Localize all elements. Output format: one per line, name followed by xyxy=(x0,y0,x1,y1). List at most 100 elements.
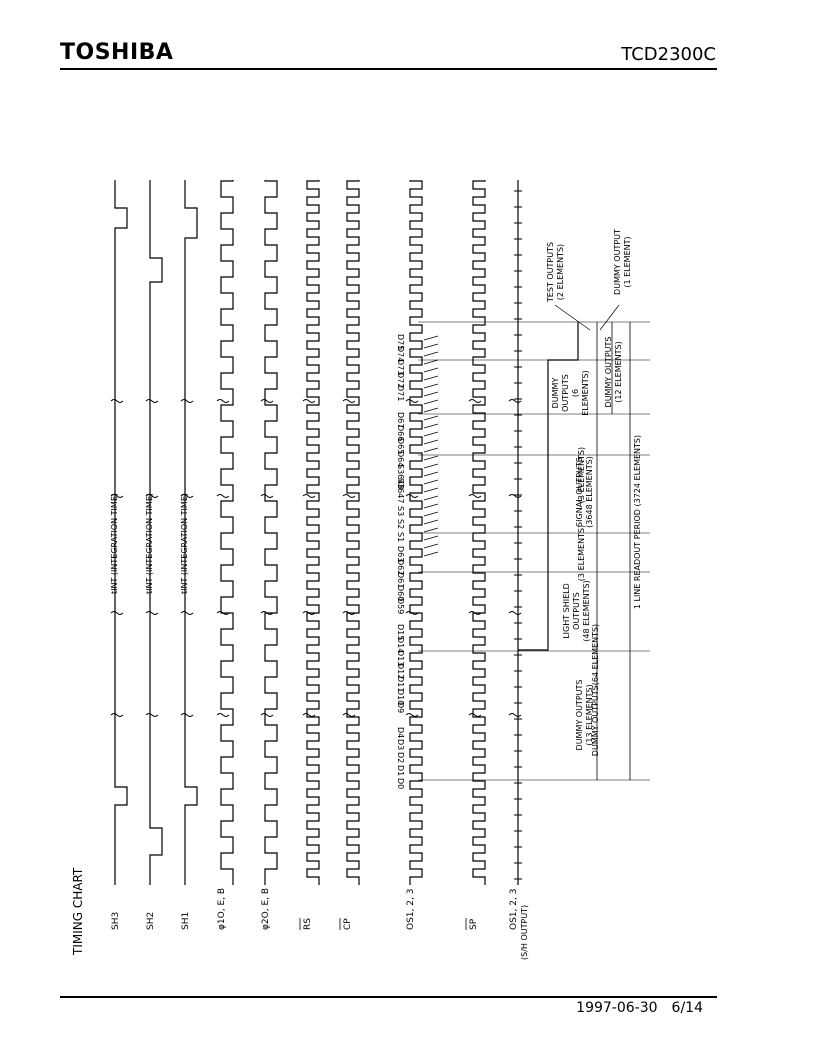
break-mark xyxy=(342,713,356,717)
note-dummy13-1: (13 ELEMENTS) xyxy=(585,684,594,745)
signal-label-9: OS1, 2, 3 xyxy=(509,889,519,930)
note-signal-0: SIGNAL OUTPUTS xyxy=(575,457,584,527)
break-mark xyxy=(302,713,316,717)
break-mark xyxy=(508,611,522,615)
signal-label-4: φ2O, E, B xyxy=(261,888,271,930)
break-mark xyxy=(508,713,522,717)
note-dummy6-2: (6 xyxy=(571,389,580,397)
break-mark xyxy=(145,713,159,717)
os-hatch xyxy=(423,519,439,525)
note-test-1: (2 ELEMENTS) xyxy=(556,244,565,300)
note-signal-1: (3648 ELEMENTS) xyxy=(585,456,594,528)
leader-dummy1 xyxy=(599,304,620,331)
note-line: 1 LINE READOUT PERIOD (3724 ELEMENTS) xyxy=(633,435,642,609)
element-label-4: D4 xyxy=(396,727,405,738)
os-hatch xyxy=(423,415,439,421)
footer-page: 6/14 xyxy=(671,1000,703,1016)
break-mark xyxy=(405,713,419,717)
os-hatch xyxy=(423,375,439,381)
part-number: TCD2300C xyxy=(621,44,716,65)
signal-label-5: RS xyxy=(303,918,313,930)
note-dummy1-1: (1 ELEMENT) xyxy=(623,236,632,287)
element-label-10: D14 xyxy=(396,637,405,653)
element-label-21: S3648 xyxy=(396,464,405,489)
element-label-26: D71 xyxy=(396,385,405,401)
break-mark xyxy=(145,611,159,615)
element-label-14: D61 xyxy=(396,572,405,588)
break-mark xyxy=(405,494,419,498)
note-test-0: TEST OUTPUTS xyxy=(546,242,555,303)
break-mark xyxy=(180,494,194,498)
element-label-12: D59 xyxy=(396,598,405,614)
break-mark xyxy=(302,494,316,498)
signal-label-0: SH3 xyxy=(111,912,121,930)
element-label-20: S3647 xyxy=(396,478,405,503)
break-mark xyxy=(145,494,159,498)
element-label-15: D62 xyxy=(396,559,405,575)
signal-label-6: CP xyxy=(343,918,353,930)
element-label-28: D73 xyxy=(396,359,405,375)
os-hatch xyxy=(423,351,439,357)
element-label-24: D66 xyxy=(396,425,405,441)
os-hatch xyxy=(423,463,439,469)
element-label-3: D3 xyxy=(396,739,405,750)
os-hatch xyxy=(423,343,439,349)
break-mark xyxy=(468,399,482,403)
os-hatch xyxy=(423,423,439,429)
sh-wave-2 xyxy=(184,180,198,885)
leader-test xyxy=(554,304,591,331)
element-label-2: D2 xyxy=(396,752,405,763)
break-mark xyxy=(468,713,482,717)
element-label-13: D60 xyxy=(396,585,405,601)
os-hatch xyxy=(423,511,439,517)
os-hatch xyxy=(423,543,439,549)
break-mark xyxy=(216,399,230,403)
brand-logo: TOSHIBA xyxy=(60,40,174,65)
break-mark xyxy=(216,494,230,498)
element-label-29: D74 xyxy=(396,346,405,362)
os-hatch xyxy=(423,471,439,477)
os-hatch xyxy=(423,431,439,437)
element-label-16: D63 xyxy=(396,546,405,562)
signal-label-1: SH2 xyxy=(146,912,156,930)
element-label-23: D65 xyxy=(396,438,405,454)
element-label-27: D72 xyxy=(396,372,405,388)
break-mark xyxy=(468,494,482,498)
element-label-17: S1 xyxy=(396,532,405,542)
os-hatch xyxy=(423,503,439,509)
note-dummy1-0: DUMMY OUTPUT xyxy=(613,229,622,295)
note-three-2: (3 ELEMENTS) xyxy=(577,447,586,503)
signal-label-8: SP xyxy=(469,918,479,930)
element-labels: D0D1D2D3D4D9D10D11D12D13D14D15D59D60D61D… xyxy=(396,334,405,789)
break-mark xyxy=(180,611,194,615)
element-label-1: D1 xyxy=(396,765,405,776)
cp-wave xyxy=(346,180,360,885)
break-mark xyxy=(342,399,356,403)
break-mark xyxy=(110,713,124,717)
note-dummy13-0: DUMMY OUTPUTS xyxy=(575,680,584,751)
break-mark xyxy=(110,399,124,403)
break-mark xyxy=(180,399,194,403)
element-label-11: D15 xyxy=(396,624,405,640)
break-mark xyxy=(216,611,230,615)
element-label-22: D64 xyxy=(396,451,405,467)
break-mark xyxy=(110,611,124,615)
signal-label-2: SH1 xyxy=(181,912,191,930)
break-mark xyxy=(260,399,274,403)
phi1-wave xyxy=(220,180,234,885)
os-wave xyxy=(409,180,423,885)
os-hatch xyxy=(423,535,439,541)
os-hatch xyxy=(423,335,439,341)
os-hatch xyxy=(423,455,439,461)
element-label-6: D10 xyxy=(396,689,405,705)
break-mark xyxy=(468,611,482,615)
element-label-5: D9 xyxy=(396,702,405,713)
element-label-8: D12 xyxy=(396,663,405,679)
sh-wave-0 xyxy=(114,180,128,885)
waveforms xyxy=(110,180,579,885)
break-mark xyxy=(342,494,356,498)
os-hatch xyxy=(423,439,439,445)
os-hatch xyxy=(423,359,439,365)
note-light-shield-0: LIGHT SHIELD xyxy=(562,583,571,639)
